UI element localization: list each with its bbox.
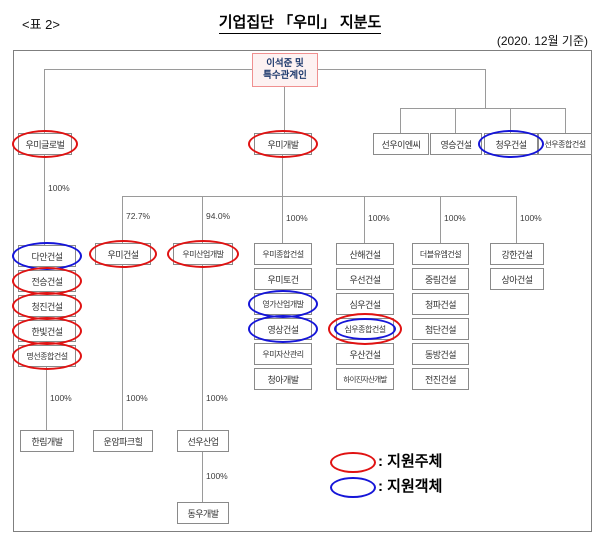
company-haijin: 하이진자산개발 (336, 368, 394, 390)
company-sanhae: 산해건설 (336, 243, 394, 265)
ownership-percent-label: 100% (48, 183, 70, 193)
company-yeongsang: 영상건설 (248, 315, 318, 343)
connector-line (316, 69, 485, 70)
connector-line (44, 69, 252, 70)
diagram-border (13, 50, 592, 532)
table-label: <표 2> (22, 17, 60, 32)
company-wm: 더블유엠건설 (412, 243, 469, 265)
connector-line (282, 153, 283, 196)
node-lee-seokjun-and-related: 이석준 및 특수관계인 (252, 53, 318, 87)
company-umi-ind: 우미산업개발 (167, 240, 239, 268)
company-yeongga: 영가산업개발 (248, 290, 318, 318)
company-woosan: 우산건설 (336, 343, 394, 365)
company-simwoo: 심우건설 (336, 293, 394, 315)
connector-line (122, 196, 516, 197)
company-cheomdan: 첨단건설 (412, 318, 469, 340)
ownership-percent-label: 100% (368, 213, 390, 223)
ownership-percent-label: 100% (206, 393, 228, 403)
company-simwoo-general: 심우종합건설 (328, 313, 402, 345)
company-yeongseung: 영승건설 (430, 133, 482, 155)
connector-line (202, 196, 203, 243)
connector-line (46, 365, 47, 430)
company-seonwoo-ind: 선우산업 (177, 430, 229, 452)
ownership-percent-label: 100% (520, 213, 542, 223)
legend-support-subject-ellipse (330, 452, 376, 473)
connector-line (282, 196, 283, 243)
company-umi-togun: 우미토건 (254, 268, 312, 290)
company-dongwoo: 동우개발 (177, 502, 229, 524)
ownership-percent-label: 72.7% (126, 211, 151, 221)
connector-line (440, 196, 441, 243)
company-jungnim: 중림건설 (412, 268, 469, 290)
company-cheongjin: 청진건설 (12, 292, 82, 320)
company-hanlim: 한림개발 (20, 430, 74, 452)
page-title: 기업집단 「우미」 지분도 (0, 11, 600, 34)
connector-line (485, 69, 486, 108)
company-umi-global: 우미글로벌 (12, 130, 78, 158)
company-cheonga: 청아개발 (254, 368, 312, 390)
ownership-percent-label: 100% (286, 213, 308, 223)
ownership-percent-label: 100% (444, 213, 466, 223)
legend-support-object-label: : 지원객체 (378, 478, 443, 495)
date-note: (2020. 12월 기준) (496, 34, 588, 48)
company-sanga: 상아건설 (490, 268, 544, 290)
company-seonwoo-enc: 선우이엔씨 (373, 133, 429, 155)
connector-line (122, 196, 123, 243)
connector-line (202, 263, 203, 430)
company-cheongwoo: 청우건설 (478, 130, 544, 158)
connector-line (565, 108, 566, 133)
company-unam-parkhill: 운암파크힐 (93, 430, 153, 452)
company-umi-const: 우미건설 (89, 240, 157, 268)
connector-line (44, 153, 45, 245)
legend-support-subject-label: : 지원주체 (378, 453, 443, 470)
connector-line (44, 69, 45, 133)
company-daan: 다안건설 (12, 242, 82, 270)
ownership-percent-label: 100% (206, 471, 228, 481)
connector-line (400, 108, 565, 109)
connector-line (202, 450, 203, 502)
connector-line (284, 85, 285, 133)
connector-line (400, 108, 401, 133)
company-jeonseung: 전승건설 (12, 267, 82, 295)
company-umi-dev: 우미개발 (248, 130, 318, 158)
company-wooseon: 우선건설 (336, 268, 394, 290)
connector-line (455, 108, 456, 133)
company-myeongseon: 명선종합건설 (12, 342, 82, 370)
ownership-percent-label: 100% (50, 393, 72, 403)
company-seonwoo-general: 선우종합건설 (538, 133, 592, 155)
ownership-percent-label: 100% (126, 393, 148, 403)
company-dongbang: 동방건설 (412, 343, 469, 365)
company-ganghan: 강한건설 (490, 243, 544, 265)
connector-line (122, 263, 123, 430)
company-jeonjin: 전진건설 (412, 368, 469, 390)
ownership-percent-label: 94.0% (206, 211, 231, 221)
company-umi-asset: 우미자산관리 (254, 343, 312, 365)
connector-line (510, 108, 511, 133)
connector-line (364, 196, 365, 243)
company-umi-general: 우미종합건설 (254, 243, 312, 265)
legend-support-object-ellipse (330, 477, 376, 498)
company-hanbit: 한빛건설 (12, 317, 82, 345)
connector-line (516, 196, 517, 243)
company-cheongpa: 청파건설 (412, 293, 469, 315)
